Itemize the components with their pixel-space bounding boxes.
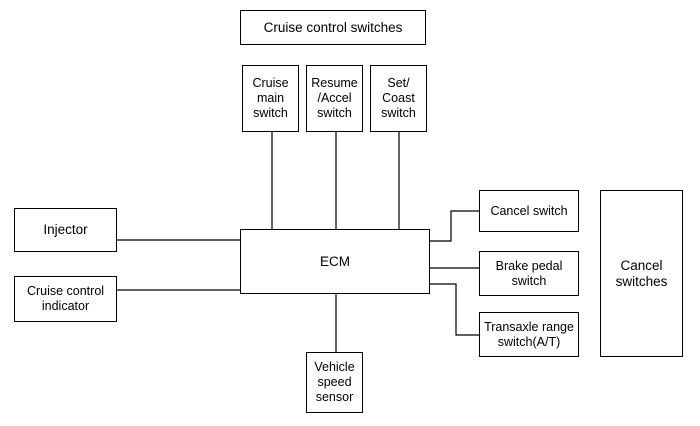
cruise-control-indicator-label: Cruise control indicator [26,284,105,313]
wire-ecm-to-cancel-switch [429,210,480,242]
transaxle-range-switch-box: Transaxle range switch(A/T) [479,312,579,357]
set-coast-switch-label: Set/ Coast switch [381,76,416,120]
cancel-switches-label: Cancel switches [615,257,668,289]
cruise-main-switch-box: Cruise main switch [242,65,299,132]
cruise-control-indicator-box: Cruise control indicator [14,276,117,322]
brake-pedal-switch-label: Brake pedal switch [495,258,563,288]
injector-box: Injector [14,208,117,252]
vehicle-speed-sensor-label: Vehicle speed sensor [314,360,355,404]
resume-accel-switch-label: Resume /Accel switch [311,76,358,120]
cancel-switch-label: Cancel switch [490,203,568,218]
injector-label: Injector [43,222,88,237]
group-title: Cruise control switches [263,19,403,35]
wire-ecm-to-transaxle [429,283,480,336]
cancel-switch-box: Cancel switch [479,190,579,232]
cruise-control-switches-group: Cruise control switches [240,10,426,45]
set-coast-switch-box: Set/ Coast switch [370,65,427,132]
resume-accel-switch-box: Resume /Accel switch [306,65,363,132]
brake-pedal-switch-box: Brake pedal switch [479,251,579,296]
cancel-switches-group: Cancel switches [600,190,683,357]
transaxle-range-switch-label: Transaxle range switch(A/T) [484,319,574,349]
cruise-main-switch-label: Cruise main switch [252,76,289,120]
vehicle-speed-sensor-box: Vehicle speed sensor [306,352,363,413]
ecm-label: ECM [320,253,350,269]
ecm-box: ECM [240,229,430,294]
